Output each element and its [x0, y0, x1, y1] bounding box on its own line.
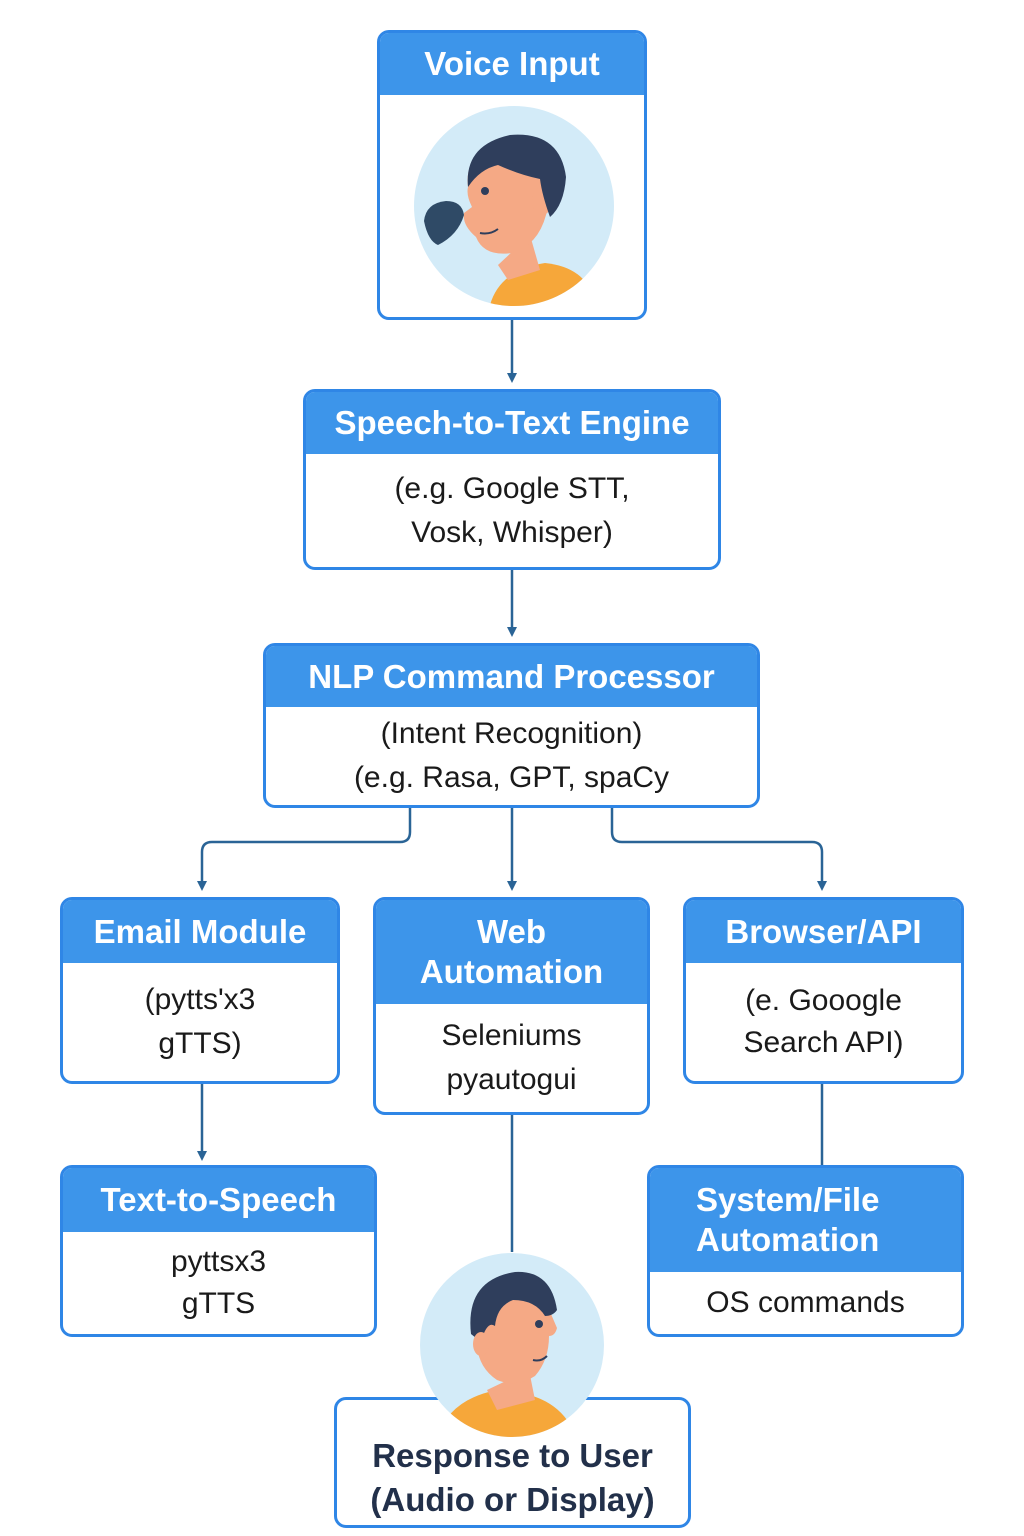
- nlp-line2: (e.g. Rasa, GPT, spaCy: [353, 761, 670, 794]
- system-title: System/File Automation: [650, 1168, 961, 1272]
- web-title-line1: Web: [476, 913, 547, 950]
- browser-line2: Search API): [743, 1026, 904, 1059]
- arrow-nlp-to-browser: [610, 808, 827, 891]
- email-title: Email Module: [63, 900, 337, 963]
- web-node: Web Automation Seleniums pyautogui: [373, 897, 650, 1115]
- email-line2: gTTS): [158, 1027, 242, 1060]
- response-line2: (Audio or Display): [370, 1481, 655, 1518]
- web-line2: pyautogui: [446, 1063, 577, 1096]
- web-title: Web Automation: [376, 900, 647, 1004]
- tts-body: pyttsx3 gTTS: [63, 1232, 374, 1334]
- tts-title: Text-to-Speech: [63, 1168, 374, 1232]
- system-body: OS commands: [650, 1272, 961, 1334]
- nlp-node: NLP Command Processor (Intent Recognitio…: [263, 643, 760, 808]
- tts-node: Text-to-Speech pyttsx3 gTTS: [60, 1165, 377, 1337]
- person-speaking-icon: [414, 106, 614, 306]
- web-body: Seleniums pyautogui: [376, 1004, 647, 1112]
- response-text: Response to User (Audio or Display): [337, 1434, 688, 1522]
- web-title-line2: Automation: [419, 953, 604, 990]
- stt-body: (e.g. Google STT, Vosk, Whisper): [306, 454, 718, 567]
- tts-line2: gTTS: [181, 1287, 256, 1320]
- browser-title: Browser/API: [686, 900, 961, 963]
- system-title-line1: System/File: [696, 1181, 880, 1218]
- email-line1: (pytts'x3: [144, 983, 256, 1016]
- stt-line2: Vosk, Whisper): [411, 515, 613, 549]
- stt-line1: (e.g. Google STT,: [394, 471, 630, 505]
- web-line1: Seleniums: [441, 1019, 582, 1052]
- nlp-body: (Intent Recognition) (e.g. Rasa, GPT, sp…: [266, 707, 757, 805]
- person-avatar-icon: [420, 1253, 604, 1437]
- email-body: (pytts'x3 gTTS): [63, 963, 337, 1081]
- system-title-line2: Automation: [696, 1221, 880, 1258]
- voice-input-node: Voice Input: [377, 30, 647, 320]
- stt-title: Speech-to-Text Engine: [306, 392, 718, 454]
- response-line1: Response to User: [372, 1437, 653, 1474]
- nlp-line1: (Intent Recognition): [380, 717, 643, 750]
- voice-input-title: Voice Input: [380, 33, 644, 95]
- browser-line1: (e. Gooogle: [745, 984, 902, 1017]
- system-node: System/File Automation OS commands: [647, 1165, 964, 1337]
- nlp-title: NLP Command Processor: [266, 646, 757, 707]
- stt-node: Speech-to-Text Engine (e.g. Google STT, …: [303, 389, 721, 570]
- arrow-nlp-to-email: [197, 808, 412, 891]
- email-node: Email Module (pytts'x3 gTTS): [60, 897, 340, 1084]
- browser-body: (e. Gooogle Search API): [686, 963, 961, 1081]
- system-line1: OS commands: [706, 1286, 905, 1319]
- tts-line1: pyttsx3: [170, 1245, 267, 1278]
- browser-node: Browser/API (e. Gooogle Search API): [683, 897, 964, 1084]
